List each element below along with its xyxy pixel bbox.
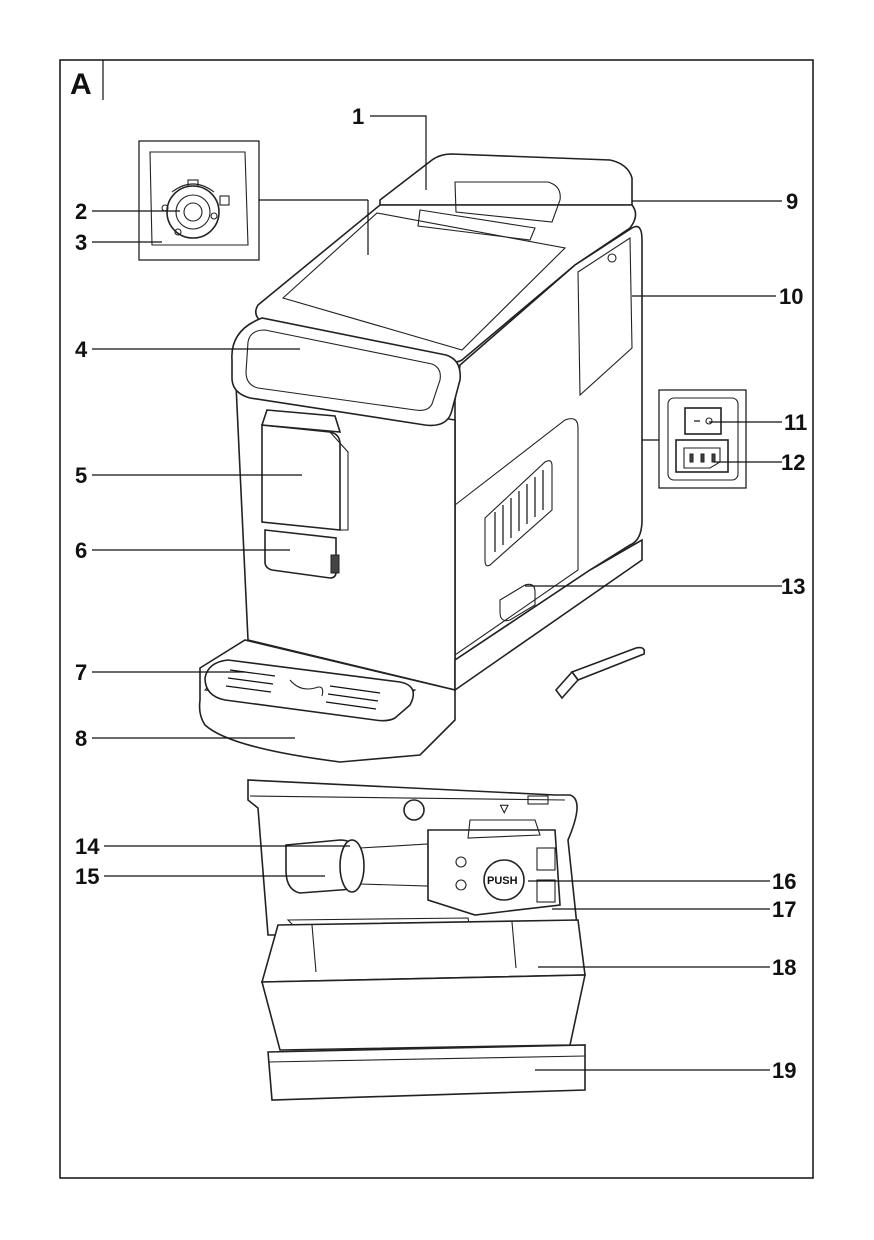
callout-9: 9 (786, 189, 798, 214)
callout-11: 11 (784, 410, 807, 435)
inset-power-panel (658, 389, 747, 489)
machine-body (198, 153, 643, 763)
brew-unit-detail: ▽ PUSH (247, 779, 586, 1101)
svg-text:PUSH: PUSH (487, 875, 518, 887)
inset-grind-dial (138, 140, 260, 261)
drip-grid-slots (225, 669, 381, 710)
callout-15: 15 (75, 864, 99, 889)
callout-13: 13 (781, 574, 805, 599)
vent-slots (494, 470, 544, 552)
callout-18: 18 (772, 955, 796, 980)
svg-text:▽: ▽ (499, 803, 509, 815)
callout-10: 10 (779, 284, 803, 309)
callout-16: 16 (772, 869, 796, 894)
callout-14: 14 (75, 834, 100, 859)
callout-1: 1 (352, 104, 364, 129)
cleaning-brush (554, 646, 646, 700)
callout-6: 6 (75, 538, 87, 563)
callout-12: 12 (781, 450, 805, 475)
figure-frame (59, 59, 814, 1179)
callout-2: 2 (75, 199, 87, 224)
corner-label: A (70, 68, 92, 101)
callout-19: 19 (772, 1058, 796, 1083)
callout-8: 8 (75, 726, 87, 751)
callout-7: 7 (75, 660, 87, 685)
callout-leaders (92, 115, 782, 1071)
callout-5: 5 (75, 463, 87, 488)
callout-17: 17 (772, 897, 796, 922)
callout-labels: 1 2 3 4 5 6 7 8 9 10 11 12 13 14 15 16 1… (75, 104, 807, 1083)
callout-3: 3 (75, 230, 87, 255)
callout-4: 4 (75, 337, 88, 362)
